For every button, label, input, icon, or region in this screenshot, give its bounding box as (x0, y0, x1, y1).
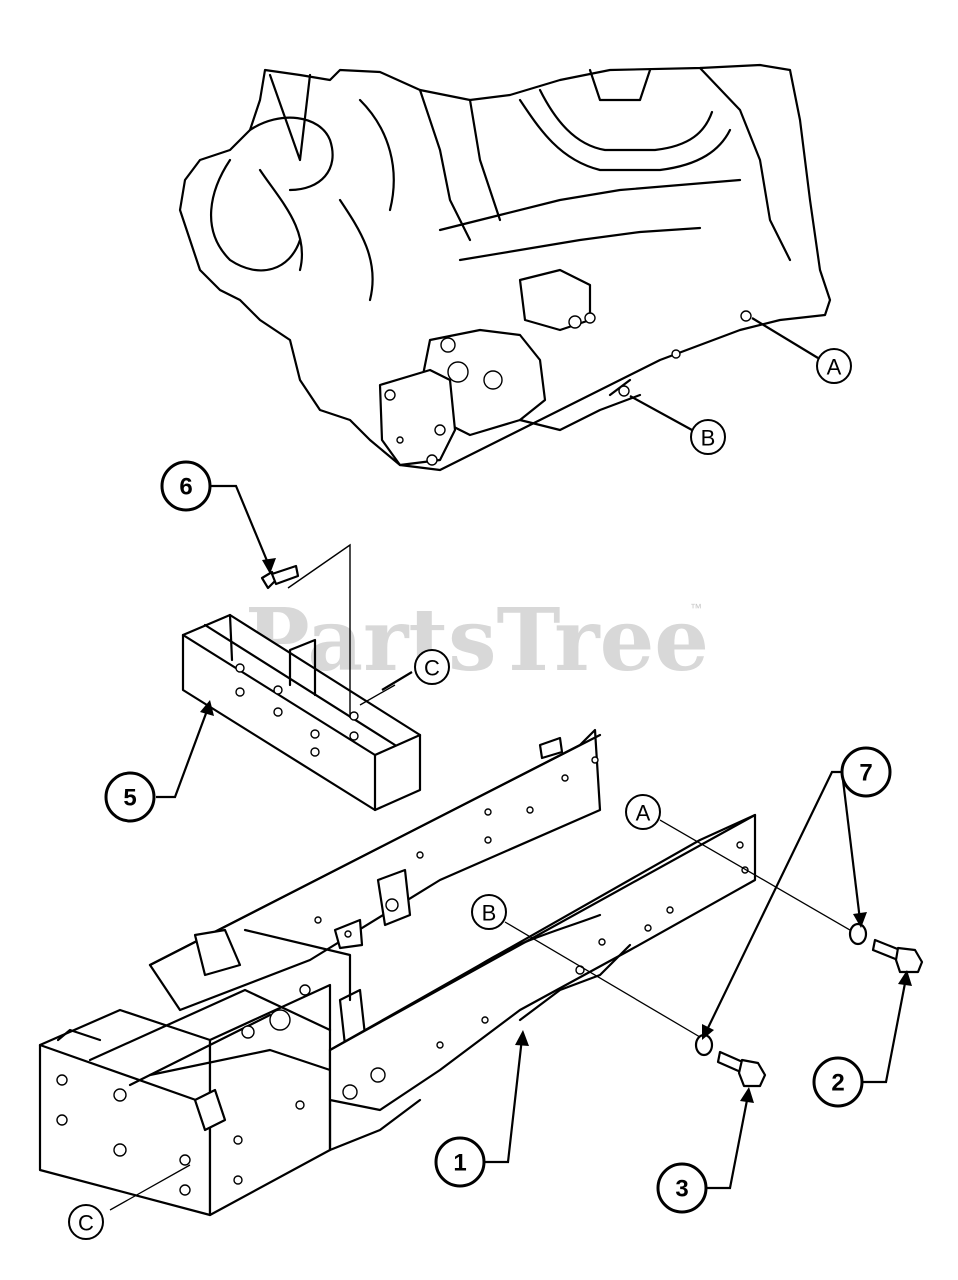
callout-1: 1 (434, 1136, 486, 1188)
svg-text:B: B (482, 901, 497, 926)
main-frame (38, 728, 757, 1217)
svg-text:C: C (78, 1211, 94, 1236)
callout-5: 5 (104, 771, 156, 823)
svg-text:B: B (701, 426, 716, 451)
callout-7: 7 (840, 746, 892, 798)
mount-hole-b (618, 385, 630, 397)
ref-a-frame: A (625, 794, 661, 830)
bolt-3 (716, 1050, 767, 1088)
washer-7-upper (848, 922, 868, 946)
callout-2: 2 (812, 1056, 864, 1108)
svg-text:A: A (827, 355, 842, 380)
svg-text:A: A (636, 801, 651, 826)
svg-text:7: 7 (859, 760, 872, 787)
svg-text:2: 2 (831, 1070, 844, 1097)
svg-text:6: 6 (179, 474, 192, 501)
engine-assembly (178, 63, 832, 472)
bolt-6 (260, 564, 300, 590)
callout-3: 3 (656, 1162, 708, 1214)
ref-c-bracket: C (414, 649, 450, 685)
ref-c-frame: C (68, 1204, 104, 1240)
svg-text:C: C (424, 656, 440, 681)
ref-a-engine: A (816, 348, 852, 384)
ref-b-frame: B (471, 894, 507, 930)
ref-b-engine: B (690, 419, 726, 455)
bolt-2 (871, 938, 924, 974)
watermark-trademark: ™ (690, 601, 702, 615)
svg-text:3: 3 (675, 1176, 688, 1203)
mount-hole-a (740, 310, 752, 322)
front-bracket (181, 613, 422, 812)
svg-text:1: 1 (453, 1150, 466, 1177)
svg-text:5: 5 (123, 785, 136, 812)
callout-6: 6 (160, 460, 212, 512)
